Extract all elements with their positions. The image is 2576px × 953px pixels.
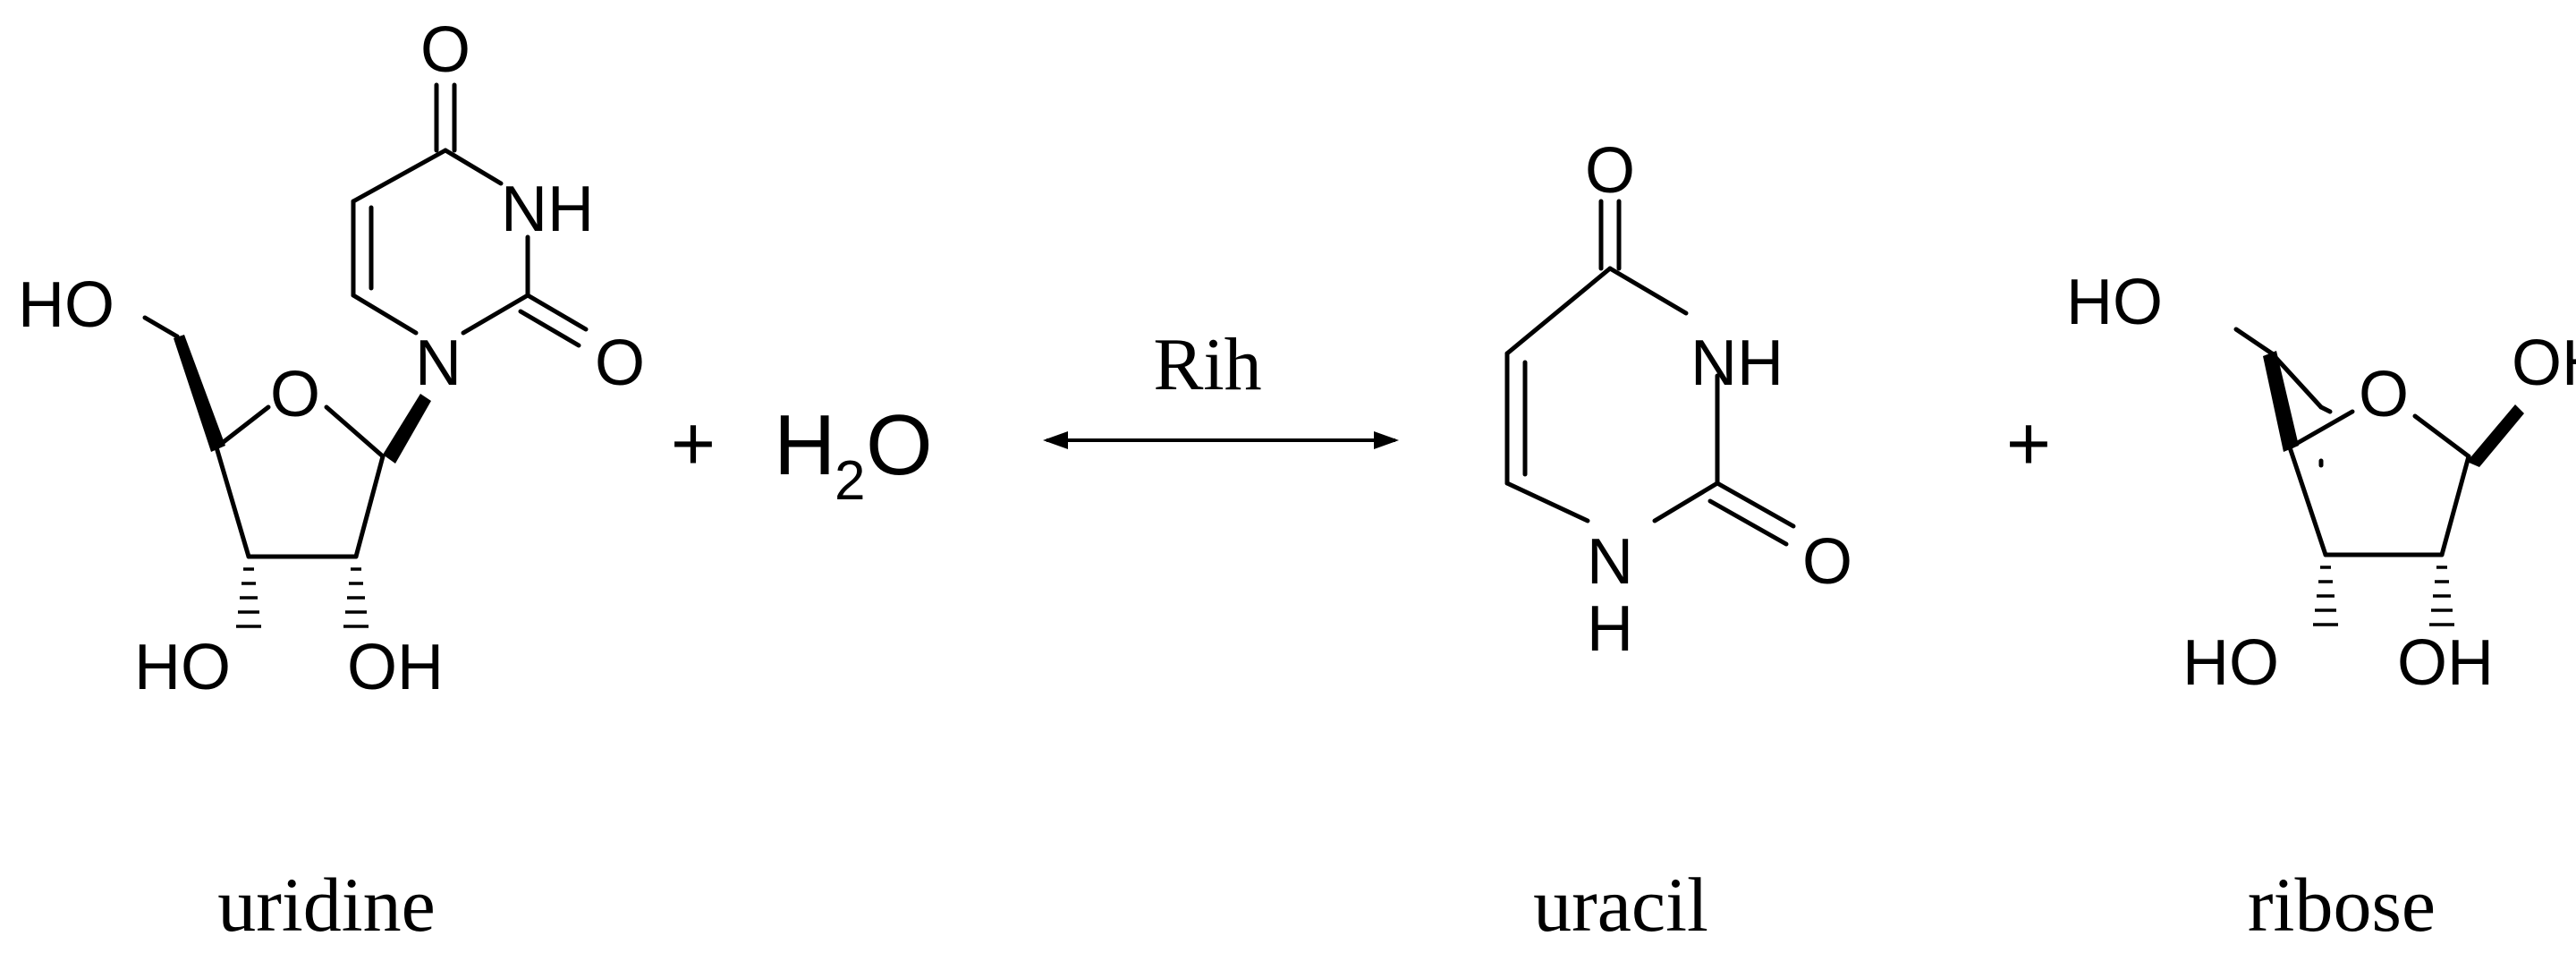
- uridine-glycosidic-wedge: [383, 394, 431, 464]
- plus-sign-2: +: [2006, 401, 2051, 487]
- uridine-oh-bottom-label: OH: [347, 632, 444, 703]
- uracil-o-right-label: O: [1802, 526, 1852, 598]
- uridine-c4-wedge: [174, 335, 225, 452]
- ribose-ho-top-label: HO: [2066, 267, 2163, 338]
- ribose-bonds: [2233, 327, 2471, 557]
- uracil-n-label: N: [1587, 526, 1633, 598]
- uridine-base-bonds: [351, 82, 589, 348]
- ribose-ho-bottom-label: HO: [2182, 627, 2279, 699]
- uracil-nh-label: NH: [1690, 328, 1784, 399]
- ribose-structure: HO O OH HO OH: [2066, 267, 2576, 699]
- uridine-ring-o-label: O: [270, 359, 320, 430]
- uridine-nh-label: NH: [501, 174, 594, 245]
- uracil-name: uracil: [1533, 862, 1708, 948]
- uracil-o-top-label: O: [1585, 135, 1635, 207]
- uridine-hash-bonds: [236, 567, 369, 628]
- uridine-structure: O NH O N: [18, 14, 645, 703]
- uracil-h-label: H: [1587, 593, 1633, 665]
- plus-sign-1: +: [671, 401, 716, 487]
- water-o-label: O: [866, 397, 933, 493]
- water-h-label: H: [774, 397, 835, 493]
- uracil-structure: O NH O N H: [1504, 135, 1852, 665]
- water-formula: H 2 O: [774, 397, 933, 512]
- ribose-oh-bottom-label: OH: [2397, 627, 2494, 699]
- ribose-c1-wedge: [2467, 404, 2524, 467]
- water-subscript: 2: [835, 450, 865, 512]
- uridine-o-right-label: O: [595, 328, 645, 399]
- ribose-name: ribose: [2248, 862, 2436, 948]
- ribose-hash-bonds: [2313, 566, 2454, 626]
- ribose-c4-wedge: [2263, 351, 2299, 452]
- uridine-o-top-label: O: [420, 14, 470, 86]
- uridine-ho-bottom-label: HO: [134, 632, 231, 703]
- uridine-name: uridine: [217, 862, 436, 948]
- uridine-ho-top-label: HO: [18, 269, 114, 341]
- uridine-n-label: N: [415, 328, 462, 399]
- uracil-bonds: [1504, 199, 1796, 547]
- ribose-ring-o-label: O: [2359, 359, 2409, 430]
- ribose-oh-right-label: OH: [2512, 328, 2576, 399]
- enzyme-label: Rih: [1153, 323, 1261, 406]
